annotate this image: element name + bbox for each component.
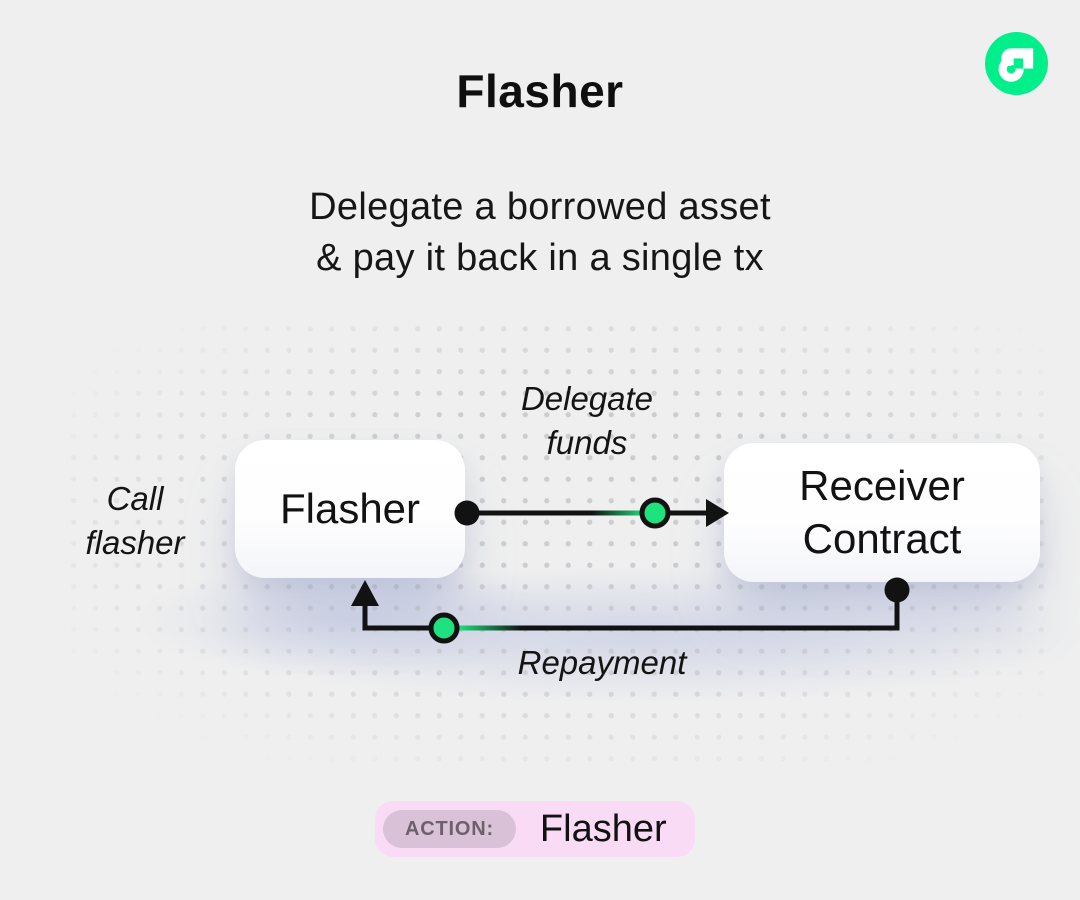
call-flasher-label: Call flasher: [85, 480, 185, 561]
action-badge: ACTION: Flasher: [375, 801, 695, 857]
flow-logo-icon: [985, 32, 1048, 95]
repayment-progress-dot: [428, 612, 460, 644]
subtitle-line-2: & pay it back in a single tx: [316, 237, 764, 279]
delegate-progress-dot: [639, 497, 671, 529]
repayment-arrowhead-icon: [351, 580, 379, 606]
node-flasher: Flasher: [235, 440, 465, 578]
page-subtitle: Delegate a borrowed asset & pay it back …: [0, 182, 1080, 284]
action-badge-value: Flasher: [539, 807, 667, 850]
page-title: Flasher: [456, 65, 624, 117]
subtitle-line-1: Delegate a borrowed asset: [309, 186, 771, 228]
repayment-edge-line: [362, 586, 900, 631]
repayment-label: Repayment: [517, 644, 687, 681]
delegate-funds-label: Delegate funds: [520, 380, 654, 461]
node-flasher-label: Flasher: [279, 484, 421, 532]
node-receiver-contract: Receiver Contract: [724, 443, 1040, 582]
action-badge-key: ACTION:: [383, 810, 516, 848]
node-receiver-contract-label: Receiver Contract: [799, 461, 965, 562]
